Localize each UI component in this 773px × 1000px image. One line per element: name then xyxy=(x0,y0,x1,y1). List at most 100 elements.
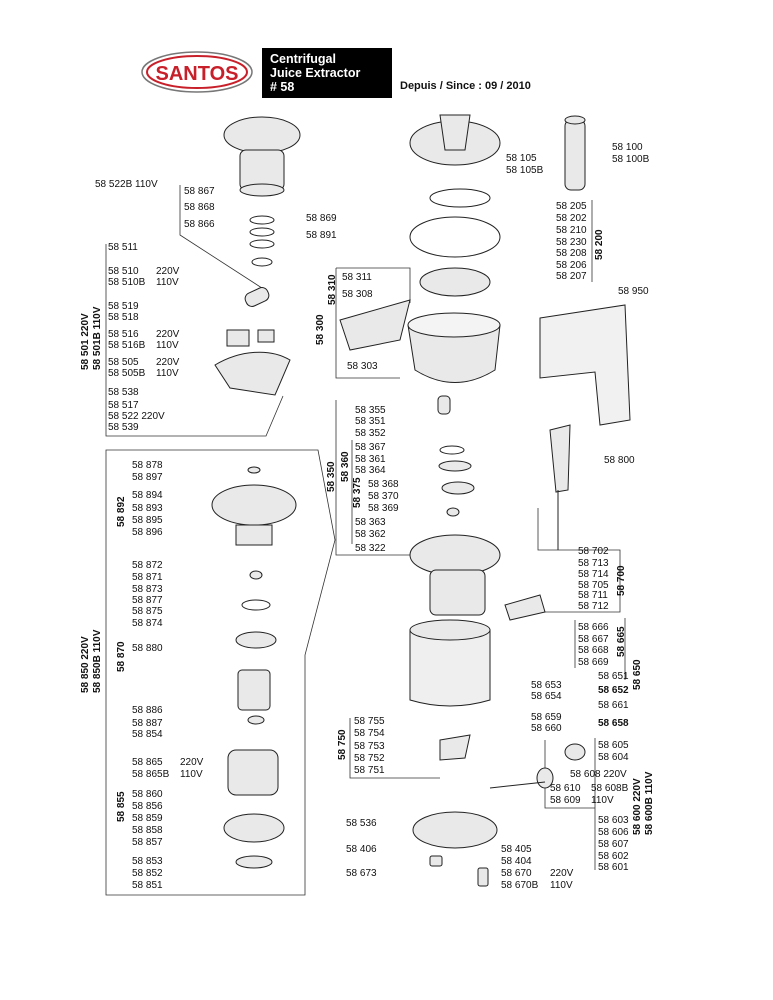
part-label: 58 670 xyxy=(501,868,532,879)
part-label: 58 517 xyxy=(108,400,139,411)
part-label: 58 950 xyxy=(618,286,649,297)
part-label: 58 516B xyxy=(108,340,146,351)
part-label: 58 100 xyxy=(612,142,643,153)
group-label: 58 650 xyxy=(632,659,643,690)
part-label: 58 713 xyxy=(578,558,609,569)
part-label: 58 854 xyxy=(132,729,163,740)
part-label: 58 505 xyxy=(108,357,139,368)
part-label: 58 852 xyxy=(132,868,163,879)
since-date: Depuis / Since : 09 / 2010 xyxy=(400,80,531,92)
part-label: 58 856 xyxy=(132,801,163,812)
part-label: 58 522 220V xyxy=(108,411,165,422)
part-label: 58 522B 110V xyxy=(95,179,158,190)
title-line3: # 58 xyxy=(270,80,295,94)
part-label: 58 205 xyxy=(556,201,587,212)
part-label: 58 752 xyxy=(354,753,385,764)
santos-logo: SANTOS xyxy=(140,50,255,95)
group-label: 58 360 xyxy=(340,451,351,482)
group-label: 58 600B 110V xyxy=(644,771,655,835)
part-label: 58 311 xyxy=(342,272,372,283)
part-label: 58 886 xyxy=(132,705,163,716)
part-label: 58 609 xyxy=(550,795,581,806)
part-label: 220V xyxy=(180,757,204,768)
part-label: 58 872 xyxy=(132,560,163,571)
part-label: 58 668 xyxy=(578,645,609,656)
part-label: 58 755 xyxy=(354,716,385,727)
group-label: 58 200 xyxy=(594,229,605,260)
part-label: 220V xyxy=(156,266,180,277)
part-label: 58 667 xyxy=(578,634,609,645)
part-label: 220V xyxy=(550,868,574,879)
title-line1: Centrifugal xyxy=(270,52,336,66)
part-label: 58 303 xyxy=(347,361,378,372)
part-label: 58 210 xyxy=(556,225,587,236)
group-label: 58 600 220V xyxy=(632,778,643,835)
part-label: 58 539 xyxy=(108,422,139,433)
part-label: 58 702 xyxy=(578,546,609,557)
part-label: 58 654 xyxy=(531,691,562,702)
part-label: 110V xyxy=(591,795,614,806)
part-label: 58 877 xyxy=(132,595,163,606)
group-label: 58 700 xyxy=(616,565,627,596)
part-label: 58 658 xyxy=(598,718,629,729)
part-label: 58 208 xyxy=(556,248,587,259)
part-label: 58 714 xyxy=(578,569,609,580)
part-label: 58 351 xyxy=(355,416,386,427)
part-label: 58 405 xyxy=(501,844,532,855)
part-label: 58 604 xyxy=(598,752,629,763)
part-label: 58 659 xyxy=(531,712,562,723)
part-label: 58 673 xyxy=(346,868,377,879)
part-label: 110V xyxy=(156,277,179,288)
part-label: 58 891 xyxy=(306,230,337,241)
part-label: 58 363 xyxy=(355,517,386,528)
brand-name: SANTOS xyxy=(156,63,239,85)
part-label: 58 606 xyxy=(598,827,629,838)
part-label: 58 361 xyxy=(355,454,386,465)
part-label: 58 873 xyxy=(132,584,163,595)
part-label: 58 753 xyxy=(354,741,385,752)
part-label: 58 516 xyxy=(108,329,139,340)
group-label: 58 870 xyxy=(116,641,127,672)
group-label: 58 665 xyxy=(616,626,627,657)
part-label: 58 871 xyxy=(132,572,163,583)
part-label: 58 105B xyxy=(506,165,544,176)
part-label: 58 705 xyxy=(578,580,609,591)
part-label: 58 878 xyxy=(132,460,163,471)
group-label: 58 850B 110V xyxy=(92,629,103,693)
part-label: 58 511 xyxy=(108,242,138,253)
title-box: Centrifugal Juice Extractor # 58 xyxy=(262,48,392,98)
part-label: 58 869 xyxy=(306,213,337,224)
part-label: 110V xyxy=(156,340,179,351)
part-label: 58 894 xyxy=(132,490,163,501)
part-label: 58 355 xyxy=(355,405,386,416)
part-label: 58 206 xyxy=(556,260,587,271)
part-label: 58 651 xyxy=(598,671,629,682)
part-label: 58 518 xyxy=(108,312,139,323)
part-label: 58 602 xyxy=(598,851,629,862)
part-label: 58 866 xyxy=(184,219,215,230)
part-label: 58 207 xyxy=(556,271,587,282)
part-label: 58 670B xyxy=(501,880,539,891)
part-label: 58 669 xyxy=(578,657,609,668)
group-label: 58 855 xyxy=(116,791,127,822)
part-label: 58 661 xyxy=(598,700,629,711)
part-label: 58 800 xyxy=(604,455,635,466)
group-label: 58 501B 110V xyxy=(92,306,103,370)
part-label: 58 867 xyxy=(184,186,215,197)
part-label: 58 653 xyxy=(531,680,562,691)
part-label: 58 536 xyxy=(346,818,377,829)
part-label: 110V xyxy=(156,368,179,379)
part-label: 58 230 xyxy=(556,237,587,248)
part-label: 220V xyxy=(156,329,180,340)
part-label: 58 404 xyxy=(501,856,532,867)
part-label: 58 369 xyxy=(368,503,399,514)
part-label: 58 505B xyxy=(108,368,146,379)
part-label: 110V xyxy=(550,880,573,891)
part-label: 58 853 xyxy=(132,856,163,867)
part-label: 58 895 xyxy=(132,515,163,526)
group-label: 58 350 xyxy=(326,461,337,492)
part-label: 58 519 xyxy=(108,301,139,312)
part-label: 58 874 xyxy=(132,618,163,629)
part-label: 58 754 xyxy=(354,728,385,739)
